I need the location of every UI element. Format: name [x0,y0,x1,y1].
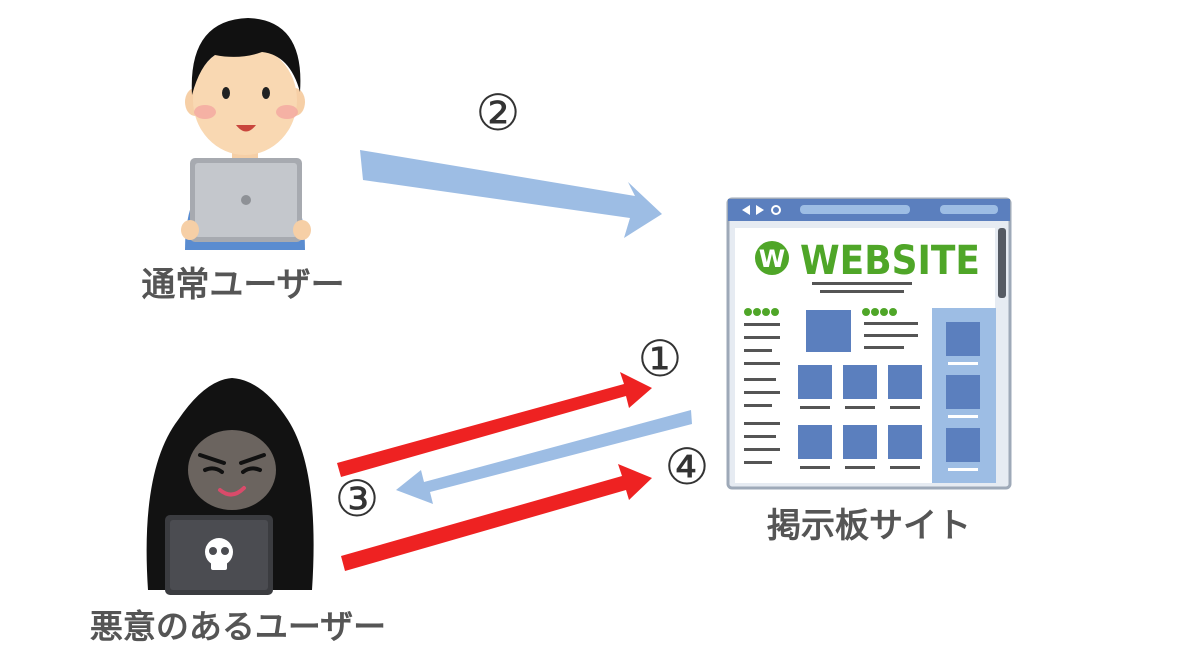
bbs-site-label: 掲示板サイト [767,506,971,546]
website-illustration: W WEBSITE [726,197,1012,490]
malicious-user-illustration [146,378,314,595]
website-right-sidebar [932,308,996,483]
website-subtitle-lines [812,282,912,293]
normal-user-hair [191,18,301,95]
website-logo-letter: W [759,245,785,273]
arrow-step-3 [396,410,692,504]
arrow-step-4 [341,464,652,571]
arrow-step-1 [337,372,652,477]
website-logo-text: WEBSITE [800,238,980,284]
normal-user-face [193,45,297,155]
malicious-user-face [188,430,276,510]
step-1-label: ① [638,330,683,388]
browser-nav-icons [742,205,781,215]
normal-user-illustration [181,18,311,250]
website-center-content [798,308,922,469]
step-4-label: ④ [665,438,710,496]
normal-user-label: 通常ユーザー [141,265,344,305]
step-3-label: ③ [335,470,380,528]
malicious-user-label: 悪意のあるユーザー [90,607,386,646]
website-left-column [744,308,780,464]
website-logo-icon [755,241,789,275]
skull-icon [205,538,233,570]
step-2-label: ② [476,84,521,142]
arrow-step-2 [360,150,662,238]
